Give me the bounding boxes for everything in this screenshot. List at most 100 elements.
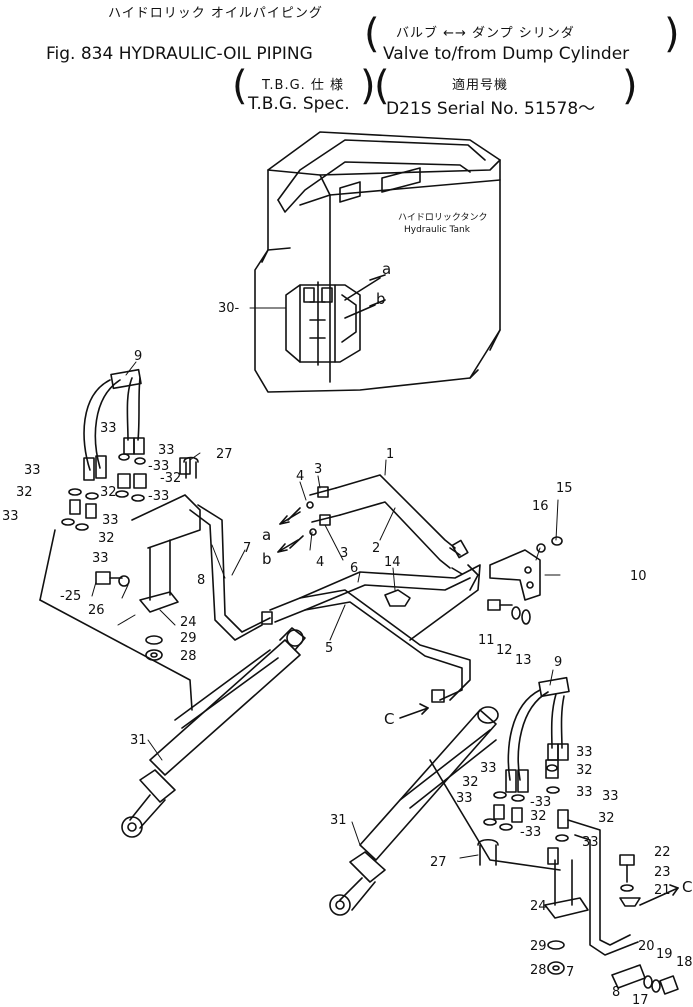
flow-arrows [277,274,679,906]
callout-33-r3: 33 [602,789,619,804]
paren-close-2: ) [360,63,376,109]
callout-2: 2 [372,541,380,556]
callout-28-right: 28 [530,963,547,978]
letter-c-right: C [682,878,692,896]
right-cylinder [329,706,499,916]
left-hoses [83,368,145,481]
callout-33-l3: 33 [100,421,117,436]
callout-32-l1: 32 [16,485,33,500]
paren-open-1: ( [364,11,380,57]
callout-27-left: 27 [216,447,233,462]
clip-27-left [183,456,199,479]
callout-1: 1 [386,447,394,462]
callout-33-l2: 33 [2,509,19,524]
tank-label-en: Hydraulic Tank [404,225,471,235]
callout-18: 18 [676,955,693,970]
callout-25: -25 [60,589,81,604]
en-serial: D21S Serial No. 51578～ [386,99,596,119]
figure-title: Fig. 834 HYDRAULIC-OIL PIPING [46,44,313,64]
callout-7-left: 7 [243,541,251,556]
callout-16: 16 [532,499,549,514]
callout-27-right: 27 [430,855,447,870]
letter-b-tank: b [376,290,386,308]
letter-a-left: a [262,526,271,544]
callout-13: 13 [515,653,532,668]
right-fittings [483,759,569,865]
callout-7-right: 7 [566,965,574,980]
callout-33-r6: -33 [530,795,551,810]
clip-14 [384,589,411,607]
jp-serial: 適用号機 [452,78,509,93]
tank-label-jp: ハイドロリックタンク [398,212,487,223]
callout-23: 23 [654,865,671,880]
hydraulic-tank [254,131,501,393]
callout-24-right: 24 [530,899,547,914]
valve-block [285,277,381,366]
jp-spec: T.B.G. 仕 様 [262,78,345,93]
callout-19: 19 [656,947,673,962]
callout-33-r5: 33 [456,791,473,806]
callout-32-l3: 32 [100,485,117,500]
en-spec: T.B.G. Spec. [248,94,350,114]
paren-close-1: ) [664,11,680,57]
callout-11: 11 [478,633,495,648]
letter-a-tank: a [382,260,391,278]
callout-32-r1: 32 [576,763,593,778]
callout-30: 30- [218,301,240,316]
leader-lines [91,307,561,859]
callout-17: 17 [632,993,649,1007]
callout-33-l8: 33 [92,551,109,566]
bracket-10 [487,536,563,625]
jp-title: ハイドロリック オイルパイピング [108,6,323,21]
clip-27-right [477,838,499,866]
pipes-5-6 [261,564,481,703]
callout-22: 22 [654,845,671,860]
callout-31-right: 31 [330,813,347,828]
callouts: 30- 9 1 2 3 3 4 4 5 6 7 8 27 14 15 16 10… [2,301,693,1007]
callout-3-upper: 3 [314,462,322,477]
paren-close-3: ) [622,63,638,109]
callout-32-l4: 32 [98,531,115,546]
en-subtitle: Valve to/from Dump Cylinder [383,44,630,64]
callout-33-l5: -33 [148,459,169,474]
callout-26: 26 [88,603,105,618]
callout-15: 15 [556,481,573,496]
right-pipes [429,759,639,956]
callout-29-right: 29 [530,939,547,954]
callout-33-l4: 33 [158,443,175,458]
callout-33-r1: 33 [576,745,593,760]
callout-3-lower: 3 [340,546,348,561]
callout-32-r3: 32 [530,809,547,824]
left-long-pipes [39,504,271,711]
callout-33-r4: 33 [480,761,497,776]
right-bracket [544,854,679,995]
callout-33-l7: 33 [102,513,119,528]
callout-33-l6: -33 [148,489,169,504]
callout-14: 14 [384,555,401,570]
letters: a b a b C C [262,260,692,896]
callout-12: 12 [496,643,513,658]
letter-c-mid: C [384,710,394,728]
callout-32-r4: 32 [598,811,615,826]
callout-4-lower: 4 [316,555,324,570]
callout-8-left: 8 [197,573,205,588]
jp-subtitle: バルブ ←→ ダンプ シリンダ [396,26,575,41]
callout-33-r2: 33 [576,785,593,800]
right-hoses [505,676,570,793]
callout-5: 5 [325,641,333,656]
paren-open-2: ( [232,63,248,109]
callout-10: 10 [630,569,647,584]
header: ハイドロリック オイルパイピング Fig. 834 HYDRAULIC-OIL … [0,0,693,120]
callout-31-left: 31 [130,733,147,748]
callout-33-r7: -33 [520,825,541,840]
callout-28-left: 28 [180,649,197,664]
callout-33-r8: 33 [582,835,599,850]
callout-4-upper: 4 [296,469,304,484]
left-fittings [61,453,191,531]
callout-9-left: 9 [134,349,142,364]
callout-8-right: 8 [612,985,620,1000]
callout-32-l2: -32 [160,471,181,486]
paren-open-3: ( [374,63,390,109]
letter-b-left: b [262,550,272,568]
